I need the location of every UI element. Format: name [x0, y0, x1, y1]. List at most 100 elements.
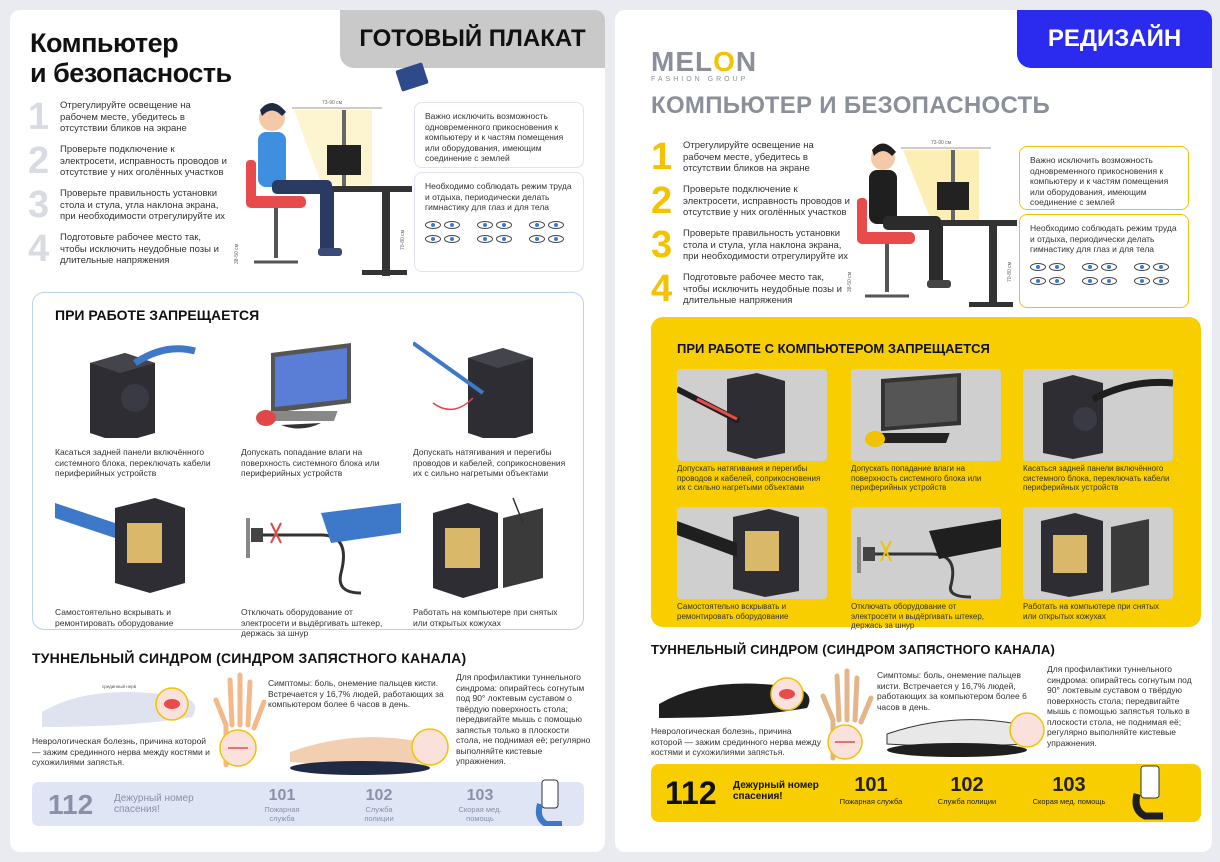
forbidden-caption: Отключать оборудование от электросети и …: [241, 607, 383, 638]
desk-dim-top: 73-90 см: [931, 140, 952, 146]
emergency-label: Дежурный номер спасения!: [114, 793, 194, 815]
service-label: Служба полиции: [364, 805, 394, 823]
forbidden-caption: Касаться задней панели включённого систе…: [1023, 464, 1170, 492]
workstation-illustration: 73-90 см 70-80 см 38-50 см: [847, 140, 1017, 307]
tunnel-title: ТУННЕЛЬНЫЙ СИНДРОМ (СИНДРОМ ЗАПЯСТНОГО К…: [651, 642, 1055, 657]
redesign-tag: РЕДИЗАЙН: [1017, 10, 1212, 68]
open-case-icon: [433, 497, 543, 598]
forbidden-caption: Работать на компьютере при снятых или от…: [413, 607, 558, 628]
moisture-on-pc-image: [851, 369, 1001, 461]
tunnel-symptoms: Симптомы: боль, онемение пальцев кисти. …: [877, 670, 1027, 712]
note-rest-text: Необходимо соблюдать режим труда и отдых…: [425, 181, 572, 212]
emergency-label: Дежурный номер спасения!: [733, 780, 819, 802]
forbidden-title: ПРИ РАБОТЕ С КОМПЬЮТЕРОМ ЗАПРЕЩАЕТСЯ: [677, 341, 990, 356]
step-number: 4: [28, 228, 50, 270]
step-number: 2: [28, 140, 50, 182]
step-number: 1: [28, 96, 50, 138]
forbidden-caption: Допускать попадание влаги на поверхность…: [241, 447, 380, 478]
wrist-support-illustration: [290, 728, 449, 775]
unplug-by-cord-image: [851, 507, 1001, 599]
melon-logo: MELON FASHION GROUP: [651, 46, 757, 83]
forbidden-item: Работать на компьютере при снятых или от…: [1023, 507, 1173, 621]
step-text: Проверьте правильность установки стола и…: [683, 228, 849, 262]
step-text: Подготовьте рабочее место так, чтобы иск…: [683, 272, 842, 306]
title-line-1: Компьютер: [30, 28, 179, 58]
step-item: 1 Отрегулируйте освещение на рабочем мест…: [28, 98, 230, 142]
wrist-support-illustration: [886, 712, 1045, 757]
step-text: Подготовьте рабочее место так, чтобы иск…: [60, 232, 219, 266]
step-item: 3 Проверьте правильность установки стола …: [28, 186, 230, 230]
step-number: 2: [651, 180, 673, 222]
forbidden-item: Допускать натягивания и перегибы проводо…: [411, 333, 573, 479]
forbidden-item: Отключать оборудование от электросети и …: [241, 493, 401, 639]
emergency-number: 112: [665, 775, 717, 811]
step-number: 3: [651, 224, 673, 266]
redesign-title: КОМПЬЮТЕР И БЕЗОПАСНОСТЬ: [651, 92, 1051, 119]
logo-main: MELON: [651, 46, 757, 78]
forbidden-caption: Допускать натягивания и перегибы проводо…: [677, 464, 821, 492]
service-label: Скорая мед. помощь: [458, 805, 502, 823]
step-item: 3 Проверьте правильность установки стола …: [651, 226, 853, 270]
desk-dim-side: 70-80 см: [400, 229, 406, 250]
forbidden-caption: Отключать оборудование от электросети и …: [851, 602, 984, 630]
service-label: Скорая мед. помощь: [1032, 797, 1106, 806]
tunnel-description: Неврологическая болезнь, причина которой…: [651, 726, 821, 757]
open-pc-repair-image: [677, 507, 827, 599]
forbidden-item: Допускать попадание влаги на поверхность…: [851, 369, 1001, 493]
step-text: Отрегулируйте освещение на рабочем месте…: [683, 140, 814, 174]
redesign-panel: РЕДИЗАЙН MELON FASHION GROUP КОМПЬЮТЕР И…: [615, 10, 1212, 852]
step-number: 3: [28, 184, 50, 226]
service-label: Служба полиции: [937, 797, 997, 806]
note-rest-mode: Необходимо соблюдать режим труда и отдых…: [414, 172, 584, 272]
forbidden-title: ПРИ РАБОТЕ ЗАПРЕЩАЕТСЯ: [55, 307, 260, 323]
service-number: 103: [1052, 774, 1086, 796]
forbidden-caption: Самостоятельно вскрывать и ремонтировать…: [677, 602, 789, 621]
service-number: 102: [950, 774, 984, 796]
logo-part: N: [735, 46, 758, 77]
open-pc-repair-icon: [55, 498, 185, 593]
service-number: 103: [466, 787, 494, 804]
pc-back-touch-image: [1023, 369, 1173, 461]
tunnel-title: ТУННЕЛЬНЫЙ СИНДРОМ (СИНДРОМ ЗАПЯСТНОГО К…: [32, 650, 467, 666]
poster-title: Компьютер и безопасность: [30, 28, 232, 88]
open-case-image: [1023, 507, 1173, 599]
forbidden-item: Самостоятельно вскрывать и ремонтировать…: [55, 493, 215, 628]
pc-back-touch-icon: [90, 345, 196, 443]
eye-exercises-icon: [1030, 262, 1178, 285]
step-text: Проверьте правильность установки стола и…: [60, 188, 226, 222]
forbidden-caption: Работать на компьютере при снятых или от…: [1023, 602, 1160, 621]
workstation-illustration: 73-90 см 38-50 см 70-80 см: [234, 100, 412, 276]
tunnel-prevention: Для профилактики туннельного синдрома: о…: [456, 672, 591, 766]
forbidden-caption: Касаться задней панели включённого систе…: [55, 447, 211, 478]
cable-strain-image: [677, 369, 827, 461]
forbidden-item: Работать на компьютере при снятых или от…: [413, 493, 573, 628]
phone-hand-icon: [1132, 765, 1163, 820]
service-label: Пожарная служба: [264, 805, 300, 823]
emergency-number: 112: [48, 789, 94, 820]
moisture-on-pc-icon: [256, 343, 351, 429]
nerve-label: срединный нерв: [102, 683, 137, 689]
desk-dim-seat: 38-50 см: [234, 243, 240, 264]
wrist-xray-icon: [213, 672, 267, 768]
logo-part: MEL: [651, 46, 714, 77]
service-label: Пожарная служба: [839, 797, 903, 806]
forbidden-item: Допускать попадание влаги на поверхность…: [241, 333, 401, 479]
tunnel-description: Неврологическая болезнь, причина которой…: [32, 736, 210, 767]
forbidden-caption: Самостоятельно вскрывать и ремонтировать…: [55, 607, 174, 628]
logo-part: O: [713, 46, 736, 77]
forbidden-caption: Допускать попадание влаги на поверхность…: [851, 464, 982, 492]
original-poster-tag: ГОТОВЫЙ ПЛАКАТ: [340, 10, 605, 68]
step-text: Отрегулируйте освещение на рабочем месте…: [60, 100, 191, 134]
tunnel-symptoms: Симптомы: боль, онемение пальцев кисти. …: [268, 678, 444, 709]
forbidden-item: Допускать натягивания и перегибы проводо…: [677, 369, 827, 493]
